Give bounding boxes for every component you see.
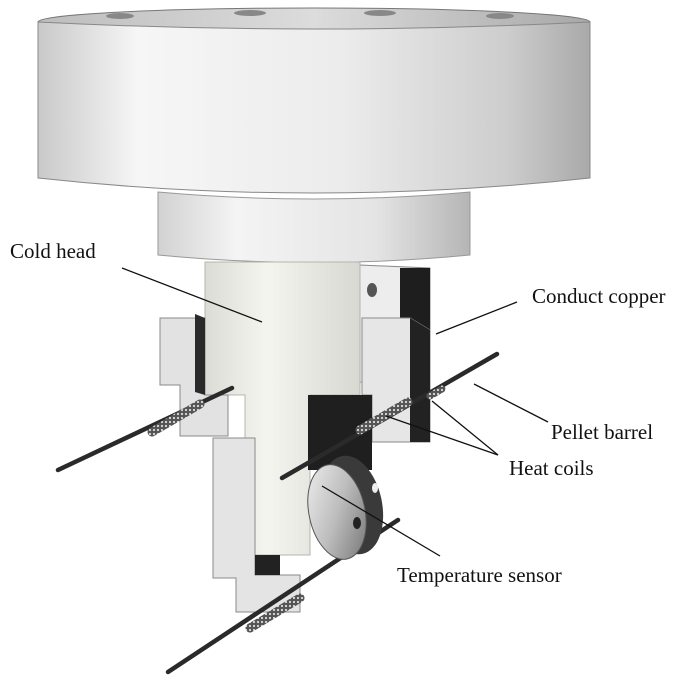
leader-pellet-barrel	[473, 383, 549, 423]
flange-side	[37, 21, 591, 194]
flange-bolt-hole	[234, 10, 266, 16]
heat-coil	[245, 593, 305, 633]
label-cold-head: Cold head	[10, 239, 96, 263]
leader-heat-coils-1	[431, 400, 499, 456]
leader-temperature-sensor	[321, 485, 441, 557]
flange-bolt-hole	[106, 13, 134, 19]
left-copper-block	[159, 314, 229, 437]
heat-coil	[426, 385, 446, 400]
flange-bolt-hole	[486, 13, 514, 19]
top-flange	[37, 7, 591, 194]
flange-bolt-hole	[364, 10, 396, 16]
heat-coils	[147, 385, 446, 633]
label-temperature-sensor: Temperature sensor	[397, 563, 562, 587]
labels: Cold head Conduct copper Pellet barrel H…	[10, 239, 666, 587]
temperature-sensor-disk	[307, 455, 384, 560]
neck	[157, 191, 471, 263]
heat-coil	[147, 399, 205, 437]
leader-conduct-copper	[435, 301, 518, 335]
leader-heat-coils-2	[385, 415, 499, 456]
label-conduct-copper: Conduct copper	[532, 284, 666, 308]
leader-lines	[121, 267, 549, 557]
heat-coil	[355, 397, 413, 435]
label-pellet-barrel: Pellet barrel	[551, 420, 653, 444]
leader-cold-head	[121, 267, 263, 323]
label-heat-coils: Heat coils	[509, 456, 594, 480]
